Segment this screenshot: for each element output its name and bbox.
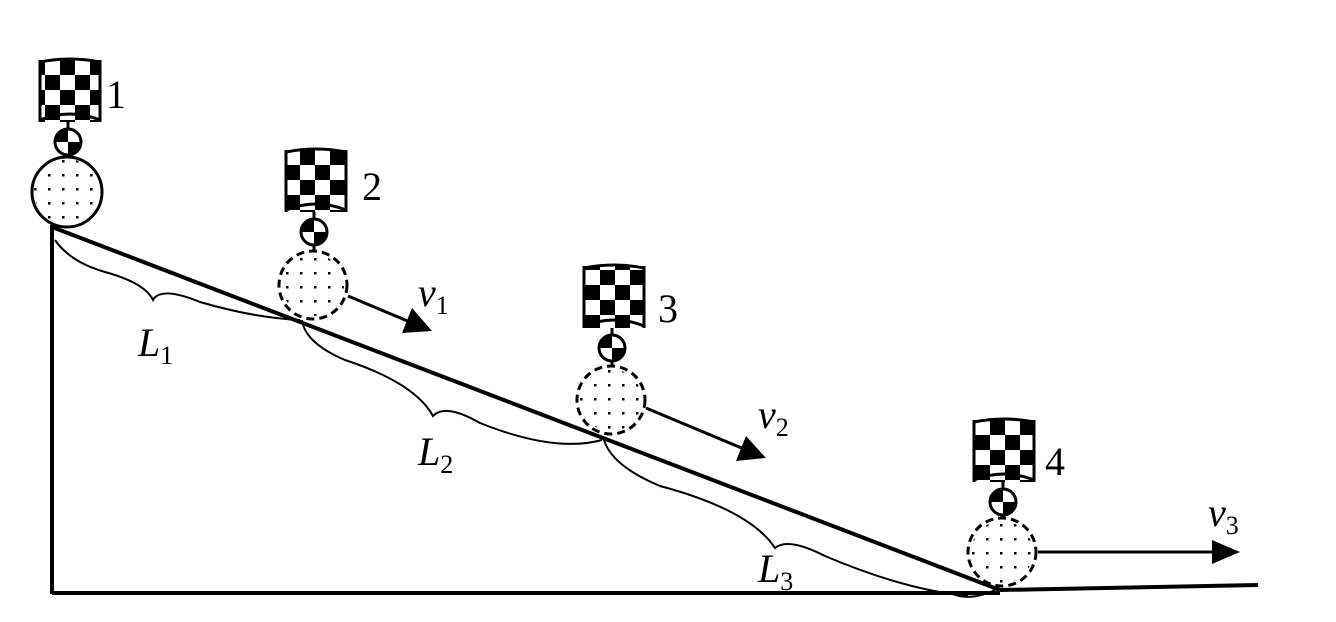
incline-surface	[51, 225, 1001, 592]
velocity-arrow-3	[1038, 540, 1240, 564]
brace-L3	[603, 439, 969, 597]
flag-3-number: 3	[658, 286, 678, 331]
segment-label-L1: L1	[137, 320, 173, 370]
flag-1-number: 1	[106, 72, 126, 117]
position-2-group: 2	[277, 147, 382, 321]
flag-2-number: 2	[362, 164, 382, 209]
checkered-flag-1-icon	[38, 57, 102, 128]
velocity-label-1: v1	[418, 270, 449, 320]
sensor-2-icon	[299, 217, 329, 250]
brace-L2	[301, 319, 603, 445]
velocity-label-3: v3	[1208, 490, 1239, 540]
position-1-group: 1	[30, 57, 126, 229]
sensor-4-icon	[988, 487, 1018, 520]
velocity-arrow-2	[645, 406, 766, 461]
segment-label-L2: L2	[417, 429, 453, 479]
position-4-group: 4	[966, 417, 1065, 588]
velocity-label-2: v2	[758, 392, 789, 442]
flag-4-number: 4	[1045, 439, 1065, 484]
segment-label-L3: L3	[757, 546, 793, 596]
sensor-1-icon	[53, 127, 83, 158]
checkered-flag-3-icon	[582, 263, 646, 334]
checkered-flag-4-icon	[972, 417, 1036, 488]
position-3-group: 3	[575, 263, 678, 436]
brace-L1	[54, 239, 301, 321]
checkered-flag-2-icon	[284, 147, 348, 218]
runout-surface	[999, 583, 1259, 592]
velocity-arrow-1	[347, 294, 432, 333]
sensor-3-icon	[597, 333, 627, 366]
